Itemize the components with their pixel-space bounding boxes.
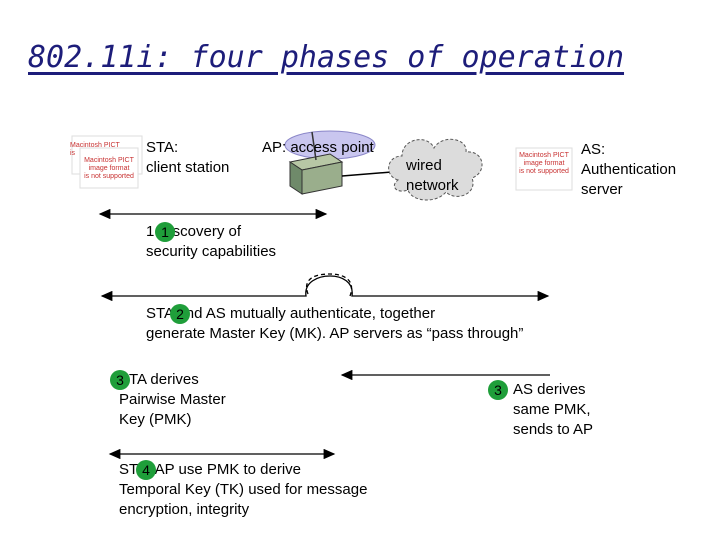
phase1-marker: 1: [155, 222, 175, 242]
as-label: AS: Authentication server: [581, 141, 677, 198]
phase1-text: 1 Discovery of security capabilities: [146, 223, 277, 260]
page-title: 802.11i: four phases of operation: [28, 40, 625, 75]
wired-network-cloud: [388, 138, 483, 201]
sta-label: STA: client station: [146, 139, 230, 176]
sta-picture-front: [79, 147, 139, 189]
as-picture-text: Macintosh PICT image format is not suppo…: [519, 152, 569, 175]
phase3-as-marker: 3: [488, 380, 508, 400]
access-point-icon: [288, 131, 344, 195]
phase3-sta-marker: 3: [110, 370, 130, 390]
sta-picture-front-text: Macintosh PICT image format is not suppo…: [84, 157, 134, 180]
phase3-as-text: AS derives same PMK, sends to AP: [513, 381, 594, 438]
as-picture: [515, 147, 573, 191]
phase4-marker: 4: [136, 460, 156, 480]
phase3-sta-text: STA derives Pairwise Master Key (PMK): [119, 371, 226, 428]
phase4-text: STA, AP use PMK to derive Temporal Key (…: [119, 461, 368, 518]
phase2-text: STA and AS mutually authenticate, togeth…: [146, 305, 524, 342]
phase2-marker: 2: [170, 304, 190, 324]
ap-label: AP: access point: [262, 139, 374, 156]
network-label: wired network: [406, 157, 459, 194]
phase2-arrow: [100, 275, 550, 302]
sta-picture-back-text: Macintosh PICT is: [70, 142, 120, 157]
pass-through-dash: [305, 273, 353, 297]
